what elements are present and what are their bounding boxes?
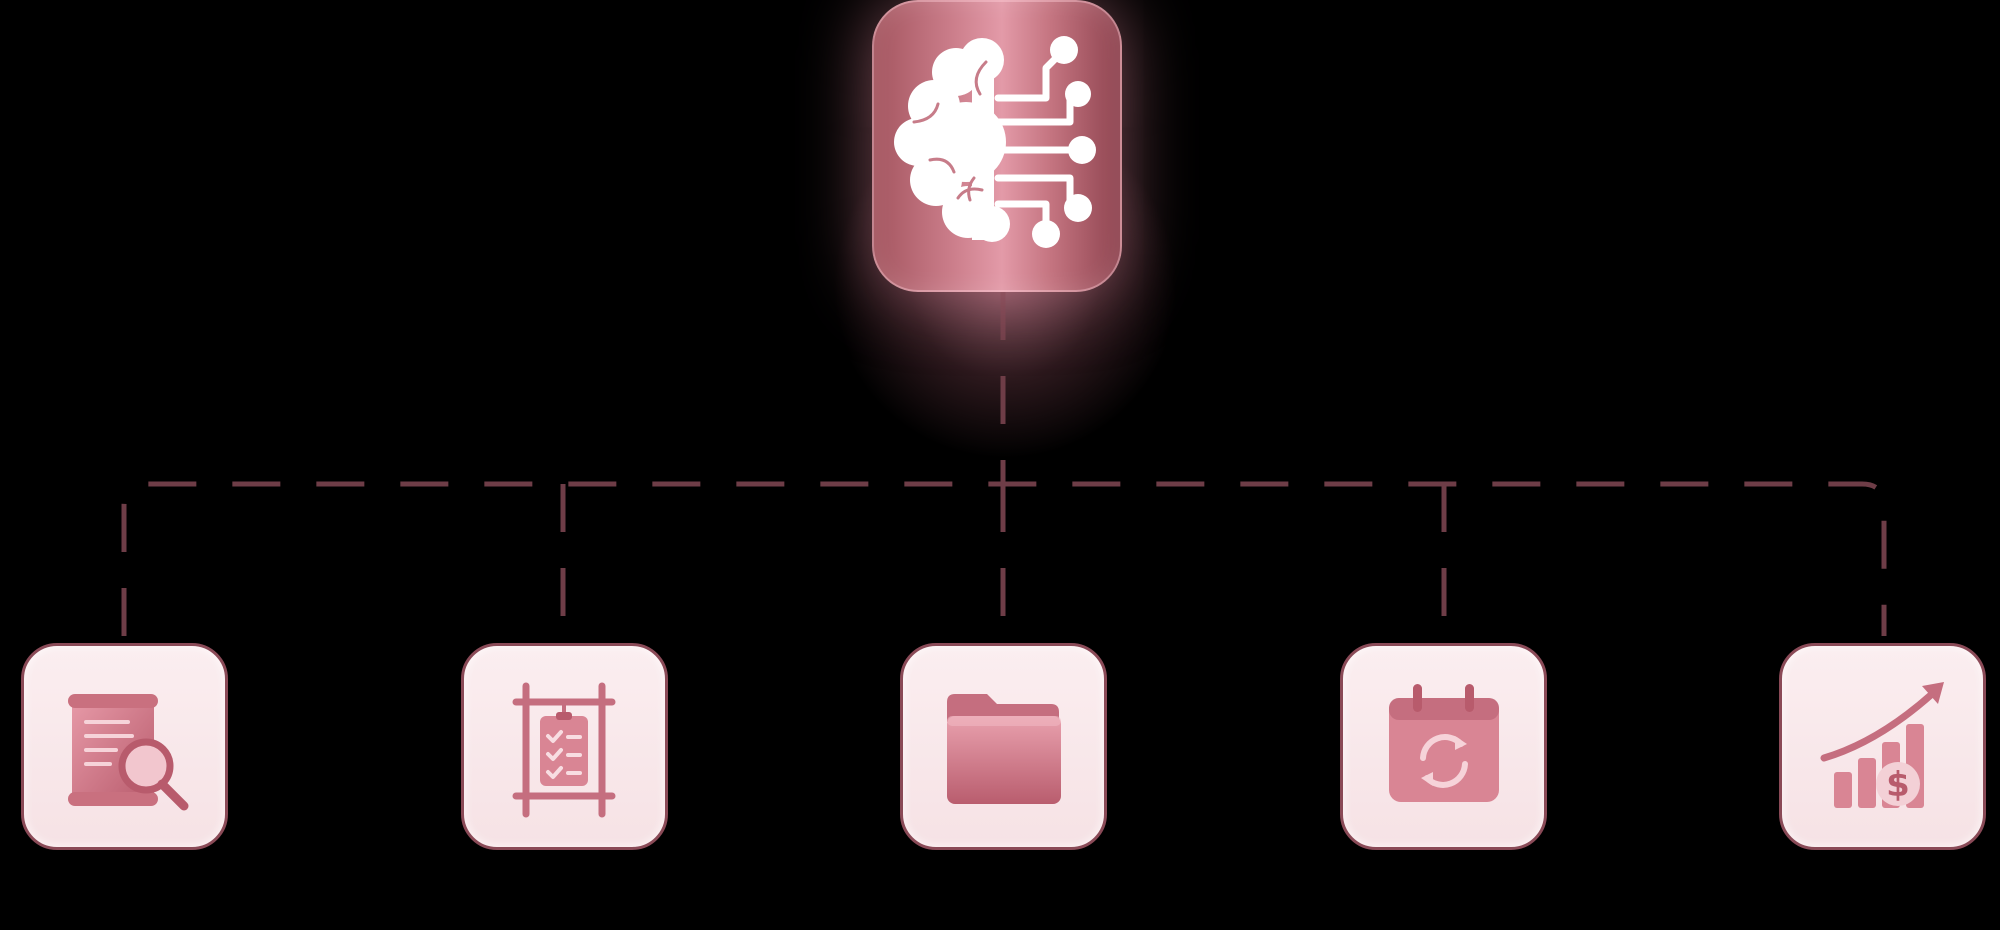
node-folder	[900, 643, 1107, 850]
node-document-search	[21, 643, 228, 850]
node-calendar-sync	[1340, 643, 1547, 850]
brain-circuit-icon	[894, 36, 1096, 248]
revenue-growth-chart-icon: $	[1820, 682, 1944, 808]
calendar-sync-icon	[1389, 684, 1499, 802]
folder-icon	[947, 694, 1061, 804]
document-search-icon	[68, 694, 189, 811]
node-revenue-growth: $	[1779, 643, 1986, 850]
hub-node	[872, 0, 1122, 292]
svg-text:$: $	[1886, 765, 1910, 805]
task-checklist-board-icon	[512, 682, 616, 818]
node-task-checklist	[461, 643, 668, 850]
